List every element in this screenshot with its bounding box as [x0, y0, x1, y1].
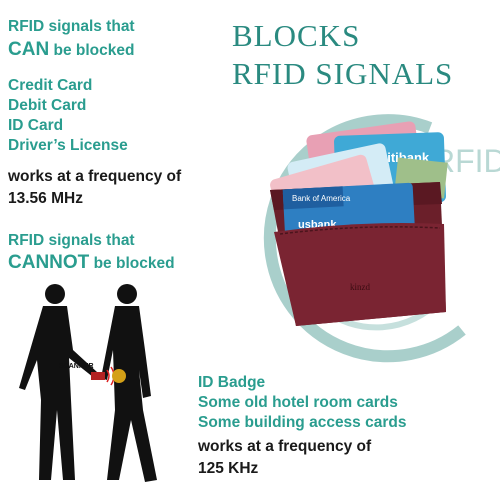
list-item: Credit Card: [8, 77, 93, 94]
scanning-people-illustration: SCANNER: [19, 284, 157, 482]
cannot-word: CANNOT: [8, 252, 90, 273]
scanner-label: SCANNER: [59, 363, 94, 370]
list-item: Driver’s License: [8, 137, 128, 154]
non-blockable-card-list: ID Badge Some old hotel room cards Some …: [198, 373, 406, 433]
list-item: ID Card: [8, 117, 64, 134]
list-item: Some building access cards: [198, 414, 407, 431]
cannot-heading-line2: CANNOT be blocked: [8, 253, 175, 274]
blockable-card-list: Credit Card Debit Card ID Card Driver’s …: [8, 76, 128, 156]
list-item: Debit Card: [8, 97, 87, 114]
can-frequency-value: 13.56 MHz: [8, 190, 83, 207]
can-heading-line2: CAN be blocked: [8, 40, 134, 61]
scanner-icon: [91, 372, 105, 380]
wallet-icon: Bank of America usbank kinzd: [270, 182, 446, 326]
list-item: Some old hotel room cards: [198, 394, 398, 411]
can-rest: be blocked: [49, 42, 135, 59]
walking-person-silhouette: [101, 284, 157, 482]
can-word: CAN: [8, 39, 50, 60]
boa-card-label: Bank of America: [292, 194, 351, 203]
rfid-wallet-illustration: RFID citibank Bank of America usbank kin…: [263, 114, 500, 363]
cannot-rest: be blocked: [89, 255, 175, 272]
cannot-heading-line1: RFID signals that: [8, 232, 135, 249]
rfid-badge-icon: [112, 369, 126, 383]
cannot-frequency-label: works at a frequency of: [198, 438, 372, 455]
can-frequency-label: works at a frequency of: [8, 168, 182, 185]
title-line1: BLOCKS: [232, 18, 361, 53]
can-heading-line1: RFID signals that: [8, 18, 135, 35]
wallet-brand-label: kinzd: [350, 282, 370, 292]
list-item: ID Badge: [198, 374, 266, 391]
cannot-frequency-value: 125 KHz: [198, 460, 259, 477]
person-with-scanner-silhouette: [19, 284, 97, 480]
title-line2: RFID SIGNALS: [232, 56, 454, 91]
